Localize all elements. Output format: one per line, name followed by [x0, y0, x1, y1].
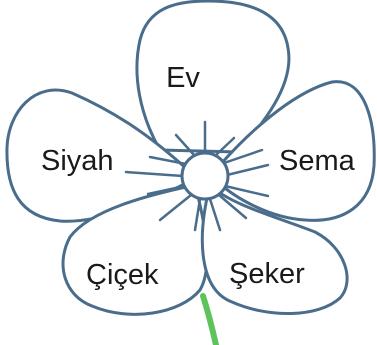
ray — [174, 133, 196, 157]
word-left: Siyah — [41, 145, 114, 177]
petal-right — [216, 80, 376, 222]
petals — [5, 0, 376, 316]
petal-bottom-right — [200, 182, 349, 316]
word-bottom-right: Şeker — [229, 258, 305, 290]
ray — [124, 170, 185, 178]
ray — [146, 184, 187, 196]
ray — [148, 155, 188, 166]
ray — [222, 148, 264, 165]
word-top: Ev — [166, 62, 200, 94]
ray — [208, 197, 222, 232]
petal-top — [135, 0, 291, 154]
word-bottom-left: Çiçek — [86, 259, 159, 291]
center-rays — [124, 120, 270, 232]
ray — [225, 163, 270, 177]
ray — [193, 197, 202, 232]
flower-center — [180, 151, 230, 201]
word-right: Sema — [279, 145, 356, 177]
ray — [214, 136, 236, 157]
ray — [158, 193, 193, 222]
ray — [217, 193, 248, 220]
flower-stem — [200, 293, 219, 345]
ray — [223, 184, 270, 198]
